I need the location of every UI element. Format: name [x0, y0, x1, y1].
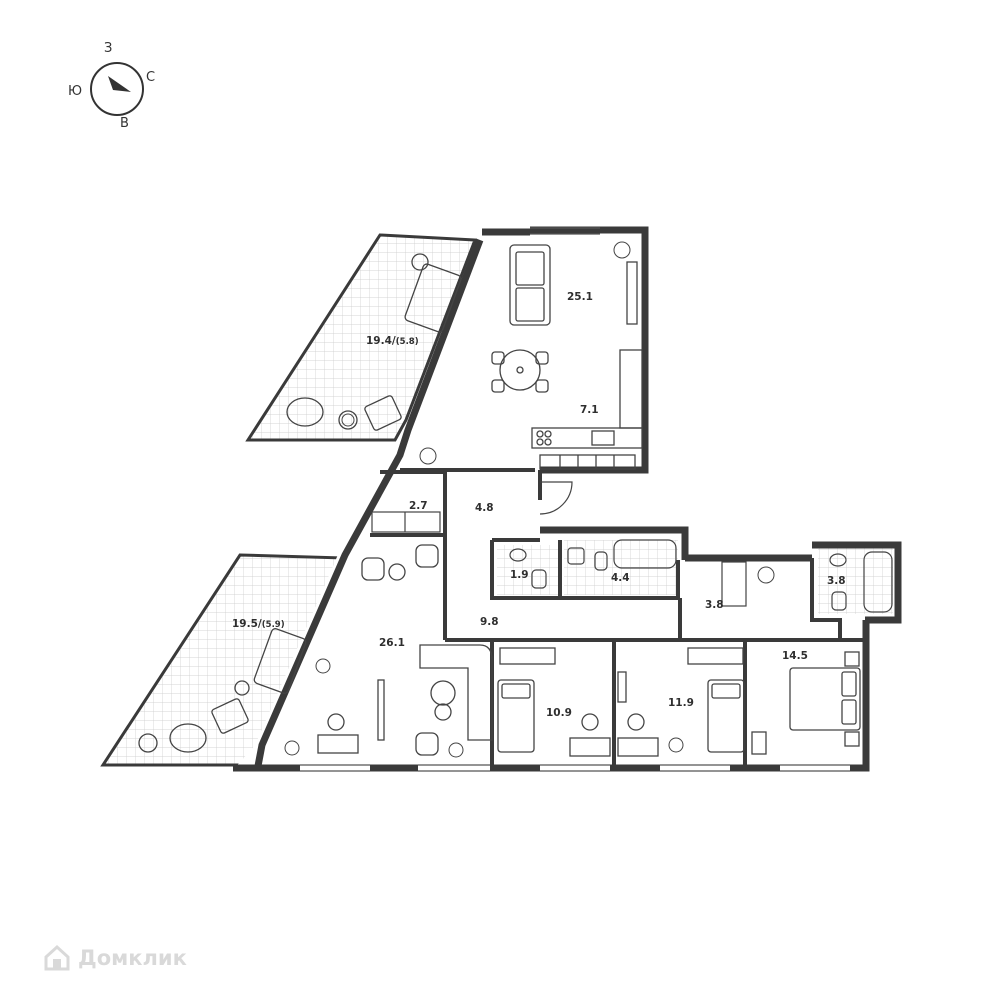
ensuite-fixtures [829, 551, 893, 613]
room-label-terrace-bottom: 19.5/(5.9) [232, 618, 285, 630]
room-label-bedroom-2: 11.9 [668, 697, 694, 709]
room-label-hall: 4.8 [475, 502, 494, 514]
compass-north: С [146, 70, 156, 85]
room-label-master-bedroom: 14.5 [782, 650, 808, 662]
tv-unit-top [626, 261, 638, 325]
room-label-bathroom: 4.4 [611, 572, 630, 584]
room-label-storage: 2.7 [409, 500, 428, 512]
doors [539, 481, 573, 515]
sofa-living-top [509, 244, 551, 326]
compass-west: З [104, 41, 113, 56]
terrace-bottom-furniture [138, 628, 307, 753]
room-label-living-top: 25.1 [567, 291, 593, 303]
plant-icons [284, 241, 775, 758]
terrace-bottom-area: 19.5 [232, 618, 258, 630]
bedroom-1-furniture [497, 647, 611, 757]
windows [300, 227, 850, 772]
room-label-kitchen: 7.1 [580, 404, 599, 416]
master-bedroom-furniture [751, 651, 861, 755]
dining-table [491, 349, 549, 393]
room-label-living-bottom: 26.1 [379, 637, 405, 649]
terrace-top-sub: (5.8) [395, 337, 419, 347]
terrace-top [245, 233, 478, 442]
wardrobe-rack [721, 561, 747, 607]
bedroom-2-furniture [617, 647, 745, 757]
room-label-ensuite: 3.8 [827, 575, 846, 587]
room-label-wc: 1.9 [510, 569, 529, 581]
watermark: Домклик [42, 943, 187, 973]
living-bottom-furniture [317, 544, 493, 756]
apartment-floor [233, 230, 898, 770]
wc-fixtures [509, 548, 547, 589]
home-logo-icon [44, 944, 70, 971]
terrace-top-furniture [286, 253, 462, 431]
room-label-bedroom-1: 10.9 [546, 707, 572, 719]
storage-shelves [371, 511, 441, 533]
room-label-wardrobe: 3.8 [705, 599, 724, 611]
bathroom-tiles [497, 540, 893, 614]
room-label-corridor: 9.8 [480, 616, 499, 628]
terrace-bottom-sub: (5.9) [261, 620, 285, 630]
terrace-top-area: 19.4 [366, 335, 392, 347]
outer-walls [233, 226, 902, 772]
watermark-text: Домклик [78, 946, 187, 970]
compass-south: Ю [68, 84, 83, 99]
compass-icon [90, 62, 144, 116]
bathroom-fixtures [567, 539, 677, 571]
kitchen-counter [531, 349, 643, 470]
compass-east: В [120, 116, 129, 131]
room-label-terrace-top: 19.4/(5.8) [366, 335, 419, 347]
